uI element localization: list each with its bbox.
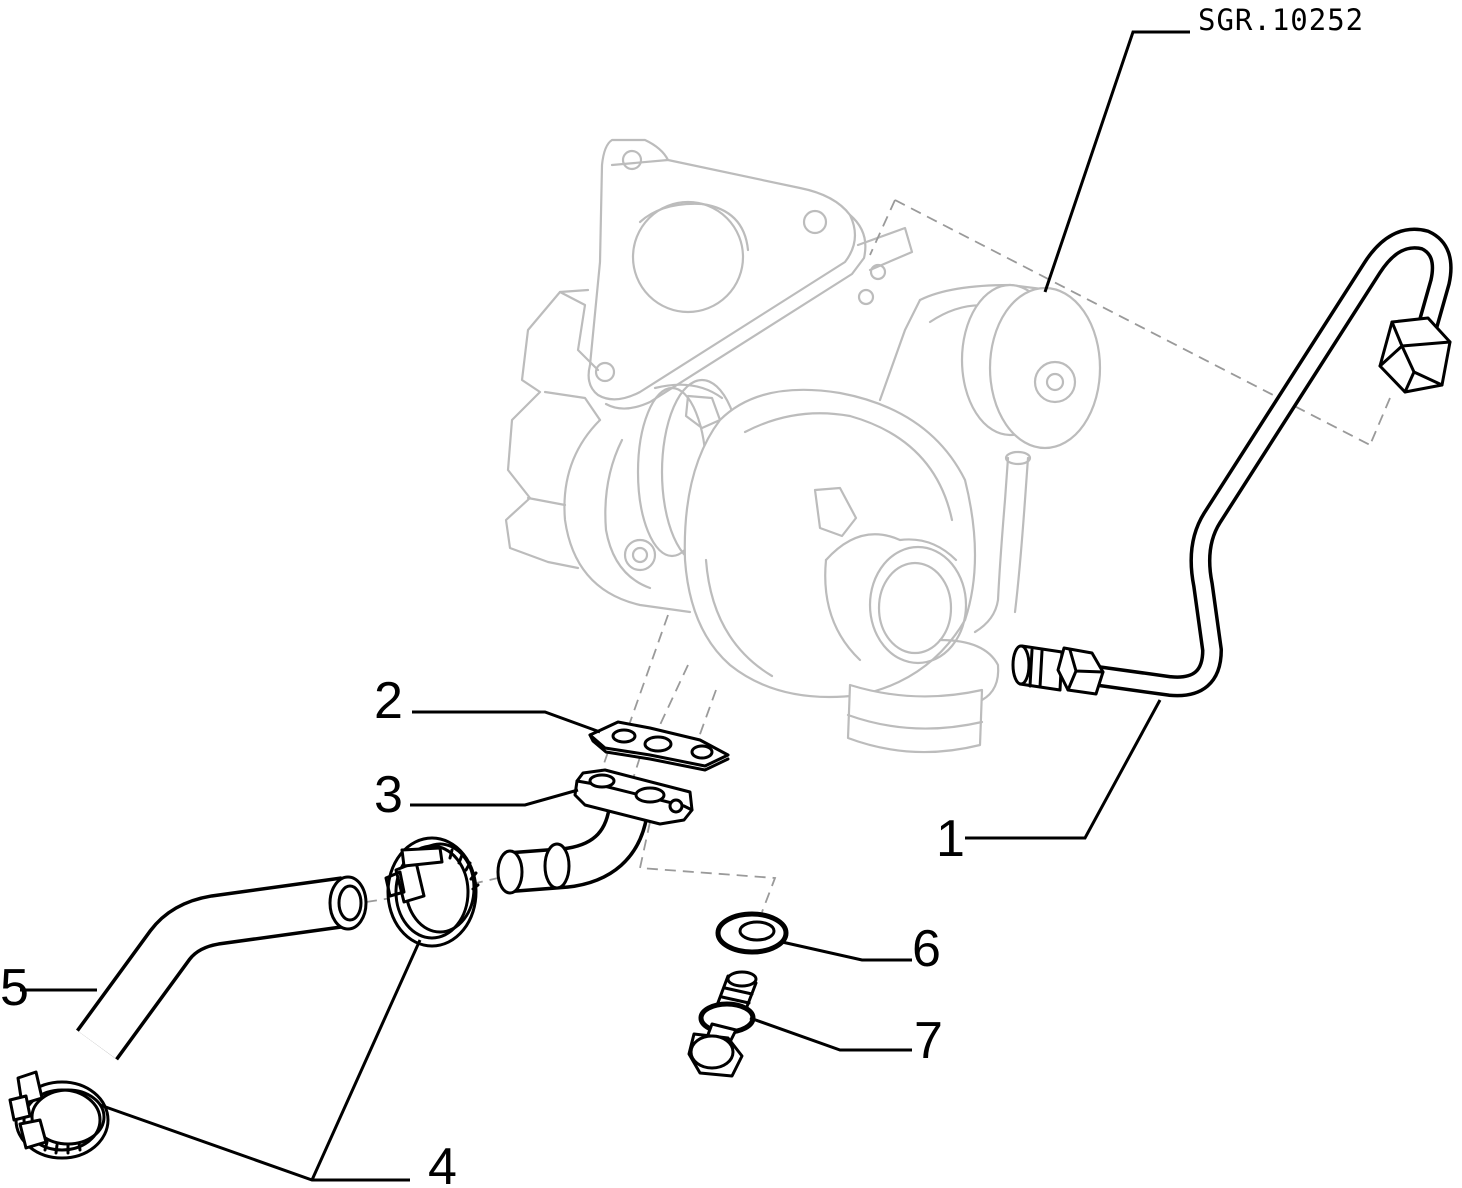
leader-line-1 <box>965 699 1162 840</box>
turbocharger <box>504 138 1102 754</box>
hose-clamp-upper <box>384 836 480 948</box>
leader-line-2 <box>412 710 601 734</box>
leader-lines <box>20 30 1190 1182</box>
callout-4: 4 <box>428 1138 457 1188</box>
callout-2: 2 <box>374 672 403 730</box>
gasket <box>588 720 730 772</box>
callout-1: 1 <box>936 810 965 868</box>
bolt <box>687 970 758 1078</box>
callout-5: 5 <box>0 959 29 1017</box>
hose <box>76 875 368 1061</box>
leader-line-6 <box>781 940 912 962</box>
callout-6: 6 <box>912 920 941 978</box>
flange-pipe <box>496 768 694 895</box>
oil-pipe <box>1011 227 1453 698</box>
washer <box>715 911 789 955</box>
leader-line-4 <box>99 939 422 1182</box>
hose-clamp-lower <box>8 1070 110 1160</box>
leader-line-3 <box>410 788 579 807</box>
callout-3: 3 <box>374 766 403 824</box>
callout-7: 7 <box>914 1012 943 1070</box>
reference-code: SGR.10252 <box>1198 3 1364 37</box>
leader-line-7 <box>749 1016 912 1052</box>
leader-line-reference <box>1043 30 1190 293</box>
